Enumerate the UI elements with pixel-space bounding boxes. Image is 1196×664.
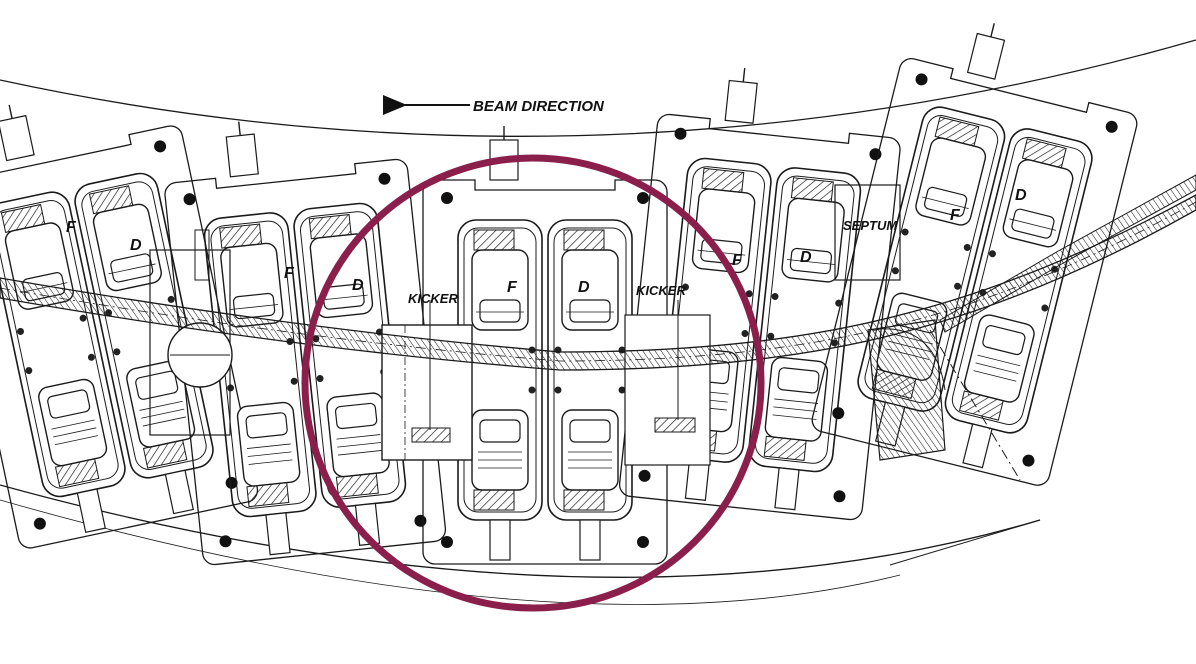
beam-pipe xyxy=(0,194,1196,371)
magnet-label-f1: F xyxy=(66,219,77,236)
magnet-label-f3: F xyxy=(507,279,518,296)
kicker-left-label: KICKER xyxy=(408,291,458,306)
magnet-label-d5: D xyxy=(1015,187,1027,204)
magnet-label-f4: F xyxy=(732,252,743,269)
kicker-right-box xyxy=(624,300,711,466)
magnet-label-f5: F xyxy=(950,207,961,224)
septum-label: SEPTUM xyxy=(843,218,898,233)
left-support-device xyxy=(149,229,233,436)
beam-direction-label: BEAM DIRECTION xyxy=(473,98,605,115)
highlight-circle xyxy=(301,154,765,612)
magnet-label-d1: D xyxy=(130,237,142,254)
magnet-label-d2: D xyxy=(352,277,364,294)
kicker-right-label: KICKER xyxy=(636,283,686,298)
magnet-label-f2: F xyxy=(284,265,295,282)
magnet-label-d4: D xyxy=(800,249,812,266)
magnet-label-d3: D xyxy=(578,279,590,296)
